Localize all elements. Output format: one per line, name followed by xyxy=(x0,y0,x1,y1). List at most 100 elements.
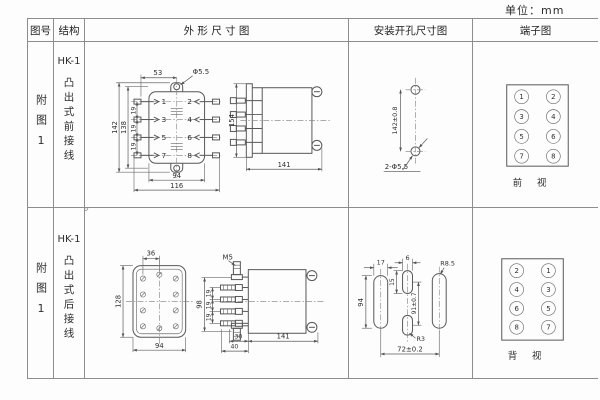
terminal-numbers: 2 4 6 8 1 3 5 7 xyxy=(514,267,550,332)
fig-no-cell-row1: 附图1 xyxy=(28,42,54,208)
fig-no-text: 附图1 xyxy=(34,262,48,324)
spec-table: 图号 结构 外 形 尺 寸 图 安装开孔尺寸图 端子图 附图1 HK-1 凸出式… xyxy=(27,18,598,379)
view-caption: 背 视 xyxy=(507,350,547,362)
mounting-holes xyxy=(405,77,426,166)
dim-142-tol: 142±0.8 xyxy=(391,107,399,135)
terminal-cell-row2: 2 4 6 8 1 3 5 7 背 视 xyxy=(473,208,598,379)
terminal-diagram-rear: 2 4 6 8 1 3 5 7 背 视 xyxy=(500,258,564,362)
terminal-number: 7 xyxy=(161,151,166,160)
dim-19b: 19 xyxy=(130,124,137,132)
terminal-number: 2 xyxy=(187,97,192,106)
terminal-number: 6 xyxy=(551,133,555,141)
back-view xyxy=(85,208,193,347)
dim-128: 128 xyxy=(115,295,123,308)
dim-15: 15 xyxy=(389,278,396,286)
dim-19a: 19 xyxy=(130,107,137,115)
terminal-cell-row1: 1 3 5 7 2 4 6 8 前 视 xyxy=(473,42,598,208)
screw-label: M5 xyxy=(222,254,232,262)
terminal-number: 7 xyxy=(519,153,523,161)
terminal-number: 8 xyxy=(551,153,555,161)
terminal-number: 1 xyxy=(161,97,166,106)
structure-type-label: 凸出式后接线 xyxy=(62,255,75,342)
mounting-slots xyxy=(373,263,447,343)
dim-138: 138 xyxy=(120,121,128,134)
view-caption: 前 视 xyxy=(512,177,552,189)
dim-r3: R3 xyxy=(416,335,425,343)
model-label: HK-1 xyxy=(57,234,81,245)
header-terminal: 端子图 xyxy=(473,19,598,42)
dim-98: 98 xyxy=(196,300,204,309)
dim-141: 141 xyxy=(278,161,291,169)
front-dimensions: 53 Φ5.5 142 138 19 19 19 xyxy=(111,68,220,193)
terminal-diagram-front: 1 3 5 7 2 4 6 8 前 视 xyxy=(505,84,569,189)
terminal-number: 1 xyxy=(546,267,550,275)
fig-no-text: 附图1 xyxy=(34,93,48,156)
terminal-number: 8 xyxy=(187,151,192,160)
header-mounting: 安装开孔尺寸图 xyxy=(349,19,473,42)
terminal-number: 4 xyxy=(187,115,192,124)
outline-cell-row1: 1 2 3 4 5 6 7 8 53 Φ5.5 xyxy=(85,42,349,208)
dim-30: 30 xyxy=(234,334,242,341)
dim-17: 17 xyxy=(377,259,385,267)
dim-94-back: 94 xyxy=(155,342,164,350)
slot-dimensions: 17 94 6 15 91±0.7 xyxy=(357,254,455,357)
terminal-number: 5 xyxy=(519,133,523,141)
side-dimensions: 154 141 xyxy=(228,83,323,172)
terminal-number: 8 xyxy=(514,324,518,332)
mounting-cell-row2: 17 94 6 15 91±0.7 xyxy=(349,208,473,379)
terminal-number: 5 xyxy=(546,305,550,313)
mounting-dimensions: 142±0.8 2-Φ5.5 xyxy=(383,89,428,172)
header-outline: 外 形 尺 寸 图 xyxy=(85,19,349,42)
dim-hole: Φ5.5 xyxy=(193,68,210,76)
structure-cell-row2: HK-1 凸出式后接线 xyxy=(54,208,85,379)
terminal-number: 7 xyxy=(546,324,550,332)
outline-drawing-rear-wiring: 36 128 94 xyxy=(85,208,324,354)
side-view xyxy=(229,83,330,158)
fig-no-cell-row2: 附图1 xyxy=(28,208,54,379)
mounting-holes-drawing-front: 142±0.8 2-Φ5.5 xyxy=(383,77,428,172)
terminal-number: 4 xyxy=(551,113,556,121)
structure-type-label: 凸出式前接线 xyxy=(62,77,75,164)
terminal-number: 2 xyxy=(551,93,555,101)
terminal-number: 3 xyxy=(546,286,550,294)
dim-116: 116 xyxy=(170,182,183,190)
terminal-circles xyxy=(508,263,556,335)
header-structure: 结构 xyxy=(54,19,85,42)
dim-19a: 19 xyxy=(206,289,213,297)
dim-94: 94 xyxy=(172,172,181,180)
dim-154: 154 xyxy=(228,114,236,127)
dim-40: 40 xyxy=(230,344,238,351)
dim-19b: 19 xyxy=(206,301,213,309)
terminal-number: 5 xyxy=(161,133,166,142)
contact-marks xyxy=(170,108,183,150)
dim-19c: 19 xyxy=(206,313,213,321)
terminal-number: 3 xyxy=(161,115,166,124)
dim-36: 36 xyxy=(147,250,156,258)
mounting-cell-row1: 142±0.8 2-Φ5.5 xyxy=(349,42,473,208)
dim-6: 6 xyxy=(405,254,409,262)
dim-141: 141 xyxy=(277,333,290,341)
unit-label: 单位：mm xyxy=(505,4,565,17)
terminal-outline xyxy=(500,258,564,341)
structure-cell-row1: HK-1 凸出式前接线 xyxy=(54,42,85,208)
terminal-number: 3 xyxy=(519,113,523,121)
mounting-holes-drawing-rear: 17 94 6 15 91±0.7 xyxy=(357,254,455,357)
terminal-numbers: 1 3 5 7 2 4 6 8 xyxy=(519,93,556,161)
dim-94-slot: 94 xyxy=(357,298,365,307)
side-view-rear xyxy=(214,261,324,341)
terminal-outline xyxy=(505,84,569,167)
front-view xyxy=(130,77,223,179)
dim-19c: 19 xyxy=(130,142,137,150)
dim-72-tol: 72±0.2 xyxy=(397,346,423,354)
terminal-circles xyxy=(513,89,561,164)
front-terminal-numbers: 1 2 3 4 5 6 7 8 xyxy=(161,97,192,160)
terminal-number: 1 xyxy=(519,93,523,101)
terminal-number: 6 xyxy=(514,305,518,313)
header-fig-no: 图号 xyxy=(28,19,54,42)
model-label: HK-1 xyxy=(57,56,81,67)
side-rear-dimensions: M5 98 19 19 19 xyxy=(196,254,319,354)
dim-53: 53 xyxy=(153,69,162,77)
dim-142: 142 xyxy=(111,121,119,134)
terminal-number: 4 xyxy=(514,286,519,294)
